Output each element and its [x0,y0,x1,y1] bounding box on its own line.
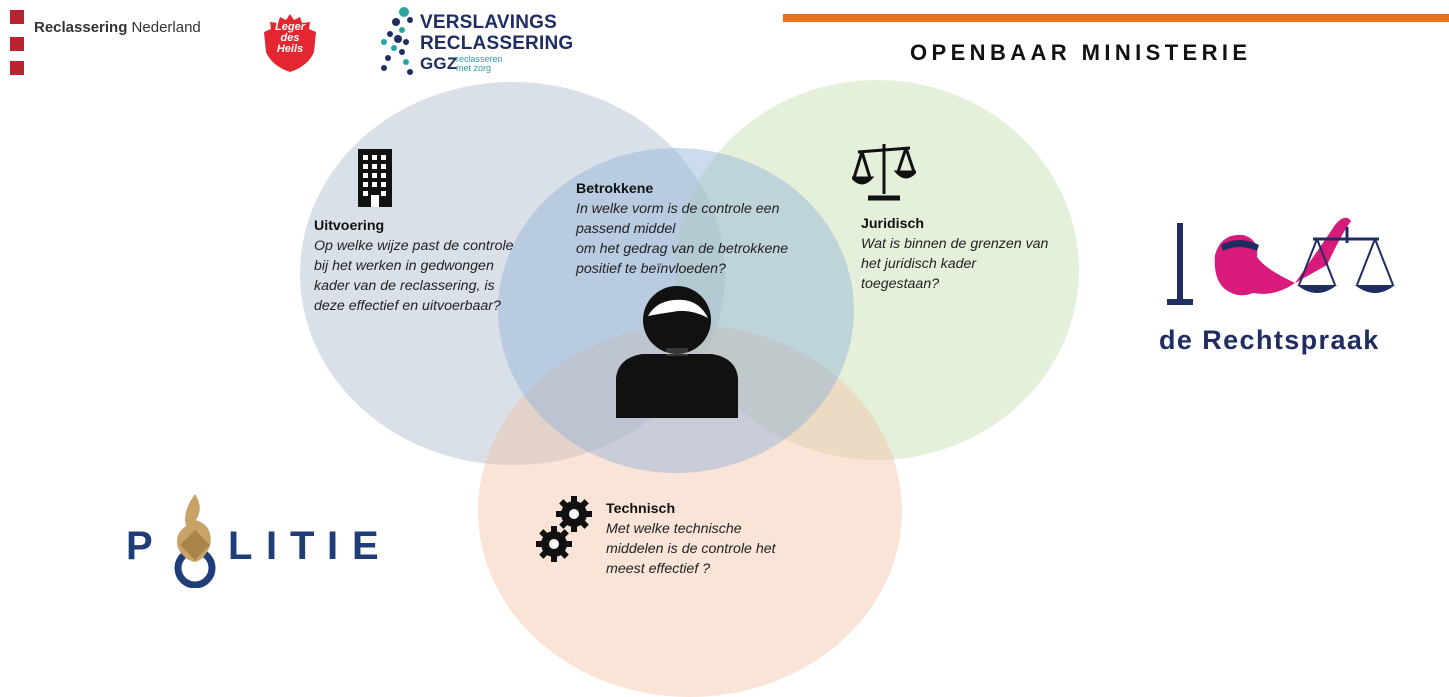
betrokkene-question: In welke vorm is de controle een passend… [576,201,789,277]
rechtspraak-logo: de Rechtspraak [1155,205,1415,365]
verslavingsreclassering-logo: VERSLAVINGS RECLASSERING GGZ reclasseren… [376,6,573,78]
leger-des-heils-logo: Leger des Heils [262,12,318,74]
gears-icon [536,494,596,569]
reclassering-nederland-logo: Reclassering Nederland [0,0,230,80]
politie-letter: I [327,524,339,568]
justitia-icon [1167,217,1395,305]
leger-line: des [280,32,300,44]
vr-line-1: VERSLAVINGS [420,12,557,33]
technisch-block: Technisch Met welke technische middelen … [606,499,806,579]
politie-letter: I [266,524,278,568]
openbaar-ministerie-logo: OPENBAAR MINISTERIE [910,40,1252,65]
shield-icon [264,14,316,72]
rechtspraak-name: de Rechtspraak [1159,325,1380,355]
politie-letter: L [228,524,253,568]
betrokkene-block: Betrokkene In welke vorm is de controle … [576,179,816,279]
vr-line-3: GGZ [420,54,458,73]
person-icon [614,282,740,425]
juridisch-title: Juridisch [861,216,925,232]
juridisch-circle [675,80,1079,460]
logo-square [10,37,24,51]
flame-icon [174,494,216,588]
logo-square [10,10,24,24]
om-orange-bar [783,14,1449,22]
leger-line: Heils [276,43,304,55]
politie-letter: E [352,524,379,568]
uitvoering-question: Op welke wijze past de controle bij het … [314,238,514,314]
betrokkene-title: Betrokkene [576,181,654,197]
uitvoering-title: Uitvoering [314,218,385,234]
technisch-question: Met welke technische middelen is de cont… [606,521,776,577]
politie-letter: T [290,524,315,568]
politie-letter: P [126,524,153,568]
figure-icon [381,7,413,75]
logo-square [10,61,24,75]
uitvoering-block: Uitvoering Op welke wijze past de contro… [314,216,544,316]
juridisch-block: Juridisch Wat is binnen de grenzen van h… [861,214,1071,294]
politie-logo: P L I T I E [124,490,399,590]
building-icon [355,147,395,214]
vr-line-2: RECLASSERING [420,33,574,54]
scale-icon [849,140,919,209]
leger-line: Leger [275,21,305,33]
vr-tagline: reclasseren met zorg [456,54,503,73]
reclassering-name: Reclassering Nederland [34,19,201,36]
juridisch-question: Wat is binnen de grenzen van het juridis… [861,236,1049,292]
technisch-title: Technisch [606,501,676,517]
